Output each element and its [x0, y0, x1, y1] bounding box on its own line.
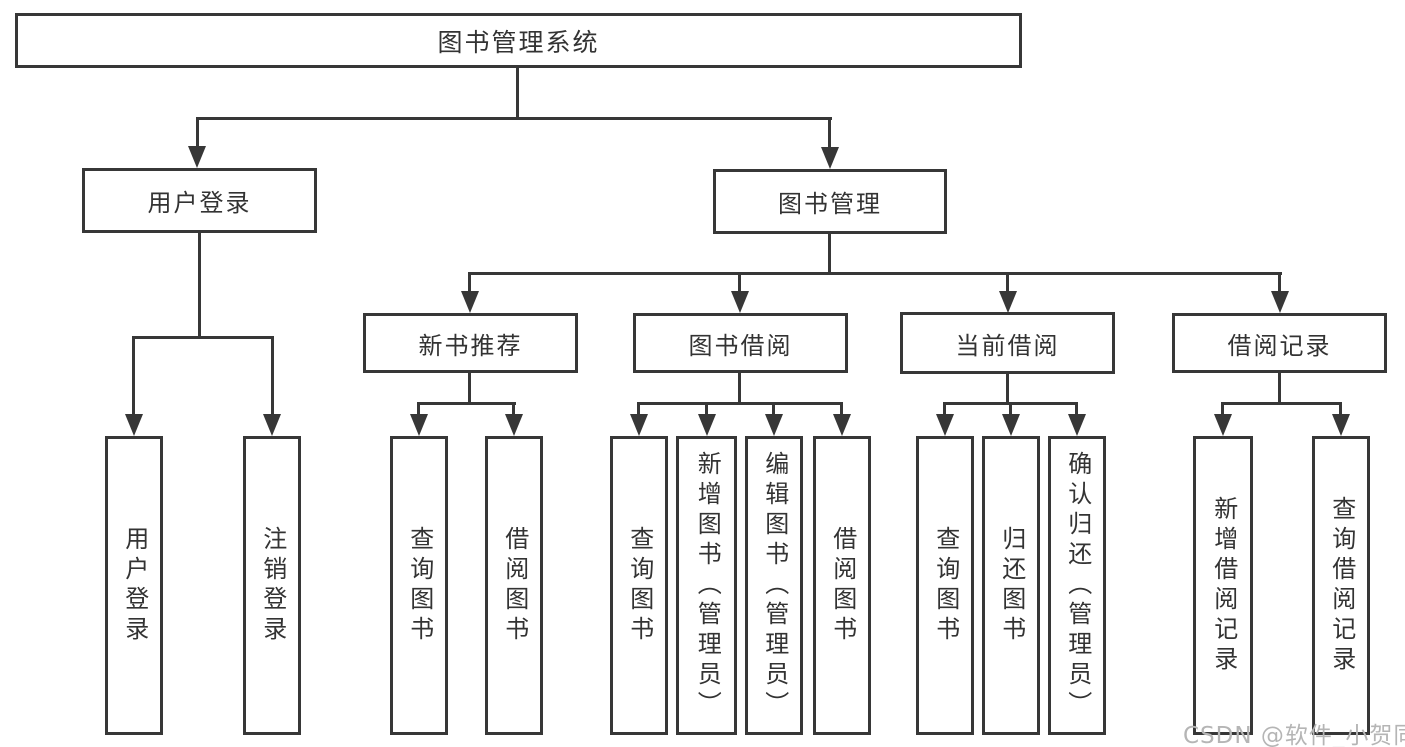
arrow-to-borrowing-records [1271, 291, 1289, 313]
connector-to-borrowing-records [1278, 272, 1281, 292]
connector-level3-branch [468, 272, 1282, 275]
connector-to-user-login [196, 117, 199, 148]
node-current-borrowing: 当前借阅 [900, 312, 1115, 374]
leaf-add-borrow-record: 新增借阅记录 [1193, 436, 1253, 735]
arrow-to-book-management [821, 147, 839, 169]
node-root-library-system: 图书管理系统 [15, 13, 1022, 68]
connector-to-leaf-borrow-books [840, 402, 843, 416]
node-book-borrowing-label: 图书借阅 [688, 331, 793, 360]
connector-to-leaf-query-current [943, 402, 946, 416]
leaf-logout-label: 注销登录 [258, 525, 287, 646]
arrow-to-leaf-logout [263, 414, 281, 436]
arrow-to-new-book [461, 291, 479, 313]
arrow-to-leaf-add-book [698, 414, 716, 436]
leaf-query-books-recommend-label: 查询图书 [405, 525, 434, 646]
connector-book-borrowing-split [637, 402, 843, 405]
arrow-to-leaf-user-login [125, 414, 143, 436]
node-book-management-label: 图书管理 [778, 190, 882, 218]
arrow-to-current-borrowing [999, 291, 1017, 313]
leaf-confirm-return-admin-label: 确认归还（管理员） [1063, 450, 1092, 721]
connector-new-book-stem [468, 373, 471, 403]
node-root-label: 图书管理系统 [437, 27, 600, 57]
connector-to-leaf-query-borrowing [637, 402, 640, 416]
node-book-management: 图书管理 [713, 169, 947, 234]
node-current-borrowing-label: 当前借阅 [955, 331, 1060, 360]
leaf-edit-book-admin: 编辑图书（管理员） [745, 436, 803, 735]
node-user-login: 用户登录 [82, 168, 317, 233]
leaf-borrow-books-recommend: 借阅图书 [485, 436, 543, 735]
node-borrowing-records: 借阅记录 [1172, 313, 1387, 373]
connector-level2-branch [196, 117, 832, 120]
leaf-query-borrow-record: 查询借阅记录 [1312, 436, 1370, 735]
node-book-borrowing: 图书借阅 [633, 313, 848, 373]
node-user-login-label: 用户登录 [147, 189, 252, 217]
connector-user-login-split [132, 336, 274, 339]
connector-to-new-book [468, 272, 471, 292]
leaf-return-books-label: 归还图书 [997, 525, 1026, 646]
leaf-query-borrow-record-label: 查询借阅记录 [1327, 495, 1356, 676]
connector-to-leaf-add-book [705, 402, 708, 416]
leaf-borrow-books: 借阅图书 [813, 436, 871, 735]
connector-user-login-stem [198, 233, 201, 337]
connector-book-borrowing-stem [738, 373, 741, 403]
connector-to-leaf-return-books [1009, 402, 1012, 416]
arrow-to-leaf-query-recommend [410, 414, 428, 436]
connector-borrowing-records-stem [1278, 373, 1281, 403]
connector-root-stem [516, 68, 519, 118]
leaf-edit-book-admin-label: 编辑图书（管理员） [760, 450, 789, 721]
connector-to-leaf-user-login [132, 336, 135, 416]
connector-to-leaf-edit-book [772, 402, 775, 416]
arrow-to-leaf-edit-book [765, 414, 783, 436]
connector-book-management-stem [828, 234, 831, 273]
leaf-query-books-recommend: 查询图书 [390, 436, 448, 735]
arrow-to-leaf-query-record [1332, 414, 1350, 436]
leaf-user-login-label: 用户登录 [120, 525, 149, 646]
leaf-borrow-books-recommend-label: 借阅图书 [500, 525, 529, 646]
leaf-borrow-books-label: 借阅图书 [828, 525, 857, 646]
node-borrowing-records-label: 借阅记录 [1227, 331, 1332, 360]
leaf-query-books-borrowing-label: 查询图书 [625, 525, 654, 646]
connector-borrowing-records-split [1221, 402, 1342, 405]
leaf-return-books: 归还图书 [982, 436, 1040, 735]
node-new-book-recommendation-label: 新书推荐 [418, 331, 523, 360]
arrow-to-leaf-return-books [1002, 414, 1020, 436]
csdn-watermark: CSDN @软件_小贺同学 [1183, 723, 1405, 747]
connector-new-book-split [417, 402, 516, 405]
leaf-confirm-return-admin: 确认归还（管理员） [1048, 436, 1106, 735]
arrow-to-leaf-borrow-recommend [505, 414, 523, 436]
connector-to-book-borrowing [738, 272, 741, 292]
leaf-query-books-borrowing: 查询图书 [610, 436, 668, 735]
arrow-to-user-login [188, 146, 206, 168]
leaf-query-books-current-label: 查询图书 [931, 525, 960, 646]
connector-to-leaf-logout [271, 336, 274, 416]
arrow-to-leaf-borrow-books [833, 414, 851, 436]
arrow-to-leaf-add-record [1214, 414, 1232, 436]
connector-current-borrowing-stem [1006, 374, 1009, 403]
connector-to-leaf-add-record [1221, 402, 1224, 416]
connector-to-leaf-query-recommend [417, 402, 420, 416]
node-new-book-recommendation: 新书推荐 [363, 313, 578, 373]
connector-to-leaf-query-record [1339, 402, 1342, 416]
leaf-add-borrow-record-label: 新增借阅记录 [1209, 495, 1238, 676]
leaf-logout: 注销登录 [243, 436, 301, 735]
connector-to-leaf-confirm-return [1075, 402, 1078, 416]
arrow-to-leaf-confirm-return [1068, 414, 1086, 436]
arrow-to-book-borrowing [731, 291, 749, 313]
connector-to-leaf-borrow-recommend [512, 402, 515, 416]
leaf-add-book-admin-label: 新增图书（管理员） [693, 450, 722, 721]
leaf-query-books-current: 查询图书 [916, 436, 974, 735]
connector-to-current-borrowing [1006, 272, 1009, 292]
arrow-to-leaf-query-borrowing [630, 414, 648, 436]
arrow-to-leaf-query-current [936, 414, 954, 436]
leaf-add-book-admin: 新增图书（管理员） [676, 436, 737, 735]
leaf-user-login: 用户登录 [105, 436, 163, 735]
connector-to-book-management [828, 117, 831, 149]
